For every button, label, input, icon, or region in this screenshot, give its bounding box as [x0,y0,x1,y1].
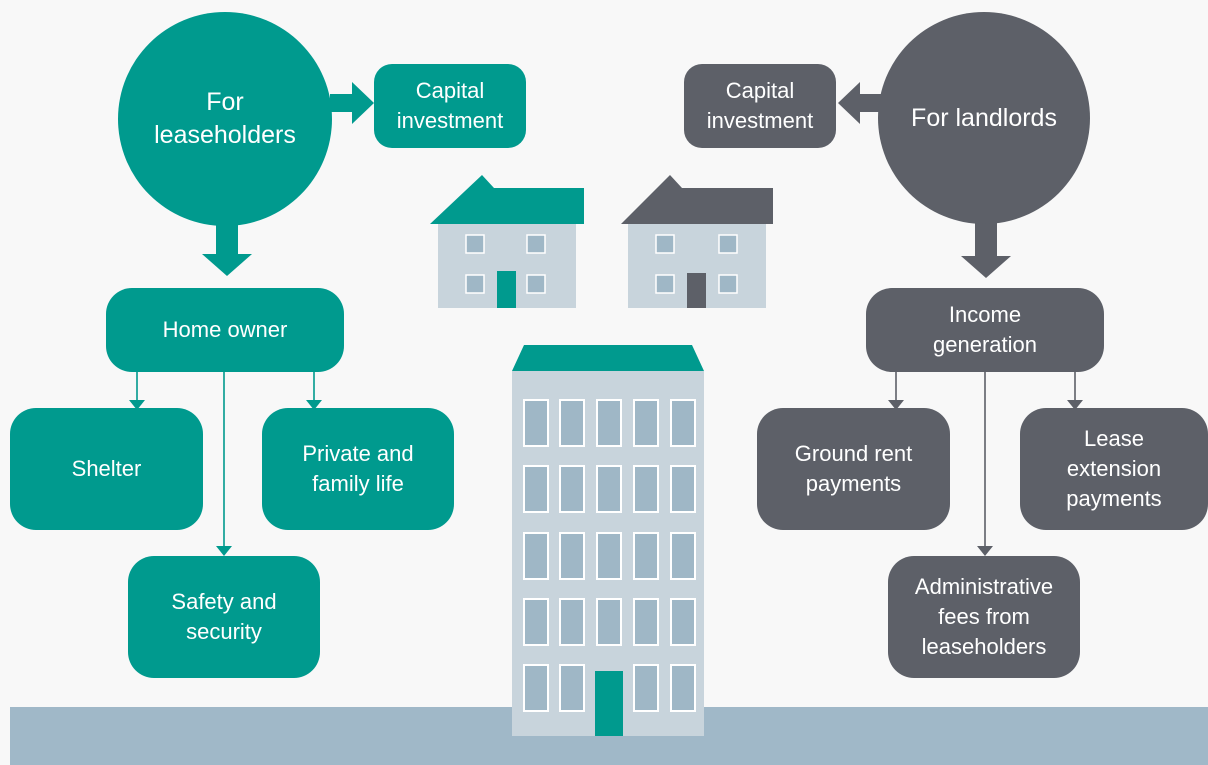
safety-security-box: Safety and security [128,556,320,678]
for-landlords-label: For landlords [911,103,1057,132]
block-window [670,664,696,712]
block-window [559,465,585,513]
block-window [523,598,549,646]
block-window [559,399,585,447]
leaseholder-connectors [129,82,374,556]
block-window [559,598,585,646]
block-window [523,664,549,712]
apartment-block-illustration [512,345,704,736]
administrative-fees-box: Administrative fees from leaseholders [888,556,1080,678]
safety-security-label: Safety and security [171,589,277,644]
block-window [596,598,622,646]
ground-rent-payments-box: Ground rent payments [757,408,950,530]
landlord-connectors [838,82,1083,556]
private-family-life-label: Private and family life [302,441,414,496]
for-leaseholders-label: For leaseholders [154,88,296,149]
block-window [633,399,659,447]
block-window [633,465,659,513]
block-window [523,399,549,447]
home-owner-label: Home owner [162,317,288,342]
block-window [559,532,585,580]
block-window [633,598,659,646]
block-window [633,532,659,580]
block-window [559,664,585,712]
ground-rent-payments-label: Ground rent payments [794,441,913,496]
block-window [670,465,696,513]
income-generation-label: Income generation [933,302,1037,357]
block-window [596,465,622,513]
block-window [523,465,549,513]
shelter-box: Shelter [10,408,203,530]
for-landlords-circle: For landlords [878,12,1090,224]
home-owner-box: Home owner [106,288,344,372]
block-window [596,532,622,580]
block-window [670,399,696,447]
landlord-capital-investment-label: Capital investment [706,78,814,133]
lease-extension-payments-label: Lease extension payments [1066,426,1162,511]
administrative-fees-label: Administrative fees from leaseholders [914,574,1054,659]
leaseholder-capital-investment-label: Capital investment [396,78,504,133]
block-window [596,399,622,447]
block-window [670,598,696,646]
block-window [633,664,659,712]
income-generation-box: Income generation [866,288,1104,372]
block-window [523,532,549,580]
lease-extension-payments-box: Lease extension payments [1020,408,1208,530]
private-family-life-box: Private and family life [262,408,454,530]
for-leaseholders-circle: For leaseholders [118,12,332,226]
landlord-capital-investment-box: Capital investment [684,64,836,148]
block-window [670,532,696,580]
teal-house-illustration [430,175,584,308]
shelter-label: Shelter [71,456,142,481]
leaseholder-capital-investment-box: Capital investment [374,64,526,148]
grey-house-illustration [621,175,773,308]
